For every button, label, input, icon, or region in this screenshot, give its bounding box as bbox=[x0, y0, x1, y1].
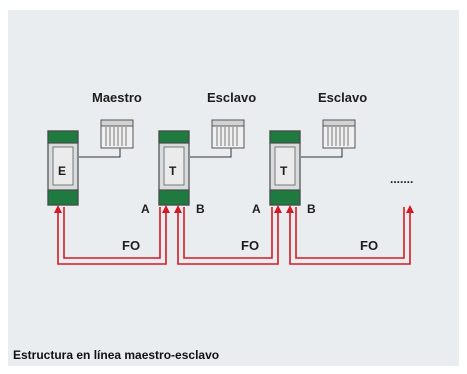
diagram-caption: Estructura en línea maestro-esclavo bbox=[13, 348, 220, 362]
module-t1-label: T bbox=[169, 164, 177, 178]
device-cables bbox=[79, 146, 343, 158]
port-a-label-2: A bbox=[252, 202, 261, 216]
master-label: Maestro bbox=[92, 90, 142, 105]
module-t1 bbox=[158, 130, 190, 206]
module-t2-label: T bbox=[280, 164, 288, 178]
fo-label-1: FO bbox=[122, 238, 141, 253]
module-t2 bbox=[269, 130, 301, 206]
diagram-panel bbox=[8, 10, 459, 366]
controller-icon bbox=[322, 119, 356, 149]
controller-icon bbox=[211, 119, 245, 149]
controller-icon bbox=[100, 119, 134, 149]
module-e bbox=[47, 130, 79, 206]
slave-label-1: Esclavo bbox=[207, 90, 257, 105]
fo-label-2: FO bbox=[241, 238, 260, 253]
fiber-arrowheads bbox=[54, 205, 414, 213]
port-a-label-1: A bbox=[141, 202, 150, 216]
continuation-dots: ....... bbox=[390, 172, 414, 186]
port-b-label-1: B bbox=[196, 202, 205, 216]
module-e-label: E bbox=[58, 164, 67, 178]
fo-label-3: FO bbox=[360, 238, 379, 253]
fiber-links bbox=[57, 207, 411, 265]
slave-label-2: Esclavo bbox=[318, 90, 368, 105]
port-b-label-2: B bbox=[307, 202, 316, 216]
